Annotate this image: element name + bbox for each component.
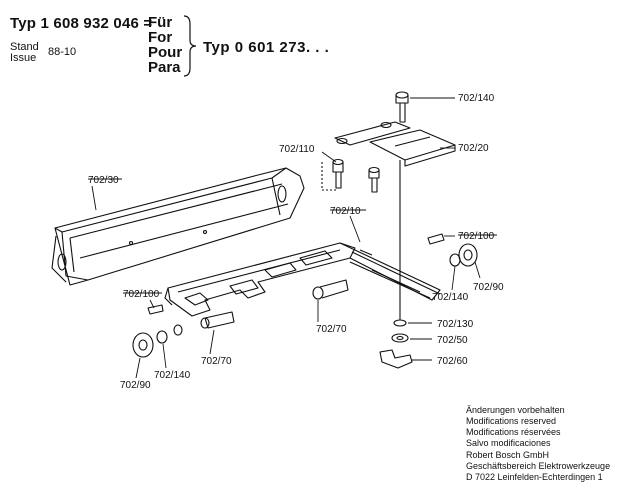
language-fr: Pour xyxy=(148,44,183,61)
issue-value: 88-10 xyxy=(48,46,77,58)
base-plate-part xyxy=(164,242,441,317)
label-702-90-left: 702/90 xyxy=(120,380,151,391)
pin-right-part xyxy=(427,233,445,245)
label-702-110: 702/110 xyxy=(279,144,315,155)
label-702-50: 702/50 xyxy=(437,335,468,346)
footer-line-es: Salvo modificaciones xyxy=(466,438,551,448)
label-702-140-top: 702/140 xyxy=(458,93,495,104)
type-number: Typ 1 608 932 046 = xyxy=(10,15,153,32)
target-type: Typ 0 601 273. . . xyxy=(203,39,330,56)
language-es: Para xyxy=(148,59,181,76)
label-702-140-right: 702/140 xyxy=(432,292,469,303)
screws-702-110-part xyxy=(321,158,380,193)
label-702-30: 702/30 xyxy=(88,175,119,186)
pin-left-part xyxy=(147,304,164,315)
screw-top-part xyxy=(395,91,409,123)
footer-division: Geschäftsbereich Elektrowerkzeuge xyxy=(466,461,611,471)
screw-left-part xyxy=(200,311,235,329)
footer-line-fr: Modifications réservées xyxy=(466,427,561,437)
top-bracket-part xyxy=(334,121,456,167)
knob-right-part xyxy=(449,243,478,267)
language-de: Für xyxy=(148,14,173,31)
label-702-130: 702/130 xyxy=(437,319,474,330)
footer-company: Robert Bosch GmbH xyxy=(466,450,550,460)
washer-nut-assembly-part xyxy=(379,319,413,369)
label-702-60: 702/60 xyxy=(437,356,468,367)
label-702-100-right: 702/100 xyxy=(458,231,495,242)
footer-address: D 7022 Leinfelden-Echterdingen 1 xyxy=(466,472,603,482)
language-en: For xyxy=(148,29,173,46)
label-702-100-left: 702/100 xyxy=(123,289,160,300)
label-702-70-left: 702/70 xyxy=(201,356,232,367)
footer-line-de: Änderungen vorbehalten xyxy=(466,405,565,415)
label-702-10: 702/10 xyxy=(330,206,361,217)
footer-line-en: Modifications reserved xyxy=(466,416,557,426)
fence-rail-part xyxy=(51,167,305,286)
label-702-90-right: 702/90 xyxy=(473,282,504,293)
knob-left-part xyxy=(132,324,183,358)
label-702-20: 702/20 xyxy=(458,143,489,154)
leader-lines xyxy=(91,97,481,379)
issue-label: Issue xyxy=(10,52,37,64)
label-702-70-mid: 702/70 xyxy=(316,324,347,335)
label-702-140-left: 702/140 xyxy=(154,370,191,381)
screw-middle-part xyxy=(312,279,349,300)
stand-label: Stand xyxy=(10,41,39,53)
curly-brace xyxy=(183,15,197,77)
